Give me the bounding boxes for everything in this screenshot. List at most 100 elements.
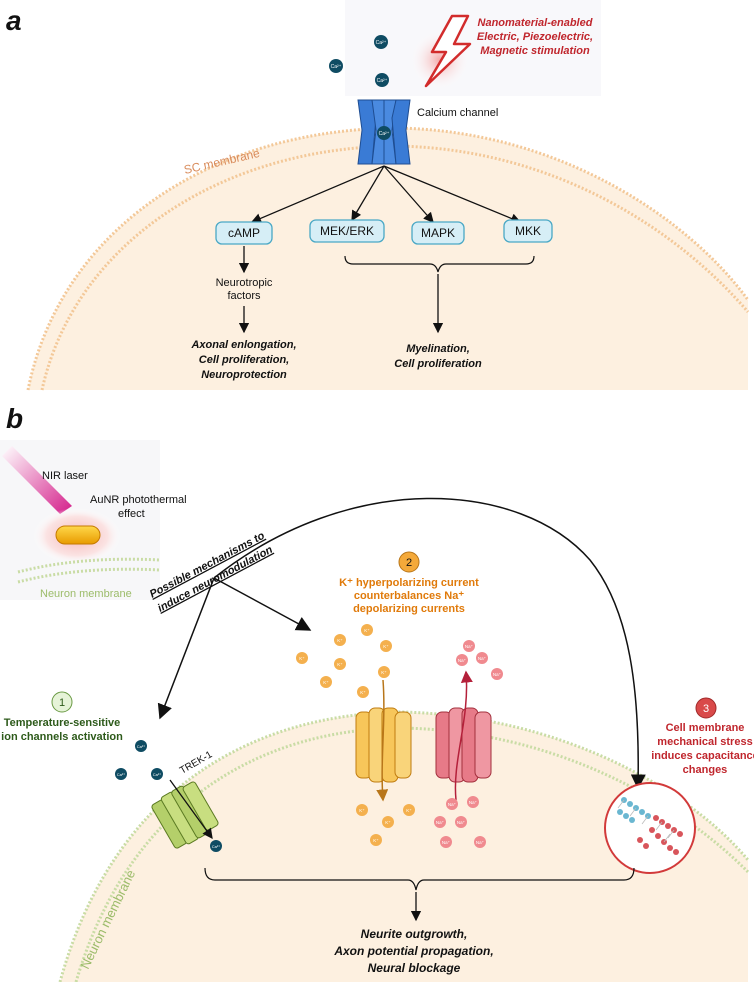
k-flow-arrow [376, 679, 389, 802]
pathway-boxes: cAMP MEK/ERK MAPK MKK [215, 219, 553, 245]
small-neuron-membrane-label: Neuron membrane [40, 588, 132, 600]
nir-laser-label: NIR laser [42, 470, 88, 482]
k-channel [355, 707, 412, 783]
mech2-badge [398, 551, 420, 573]
svg-text:K⁺: K⁺ [337, 662, 343, 667]
panel-a: a SC membrane Nanomaterial-enabled Elect… [6, 0, 750, 391]
lipid-bilayer-icon [617, 797, 683, 855]
svg-text:K⁺: K⁺ [364, 628, 370, 633]
svg-text:Ca²⁺: Ca²⁺ [379, 131, 390, 137]
mech2-number: 2 [406, 557, 412, 569]
svg-text:K⁺: K⁺ [360, 690, 366, 695]
svg-text:K⁺: K⁺ [381, 670, 387, 675]
svg-text:K⁺: K⁺ [299, 656, 305, 661]
pathway-camp: cAMP [228, 226, 260, 240]
ca-ion-label: Ca²⁺ [212, 844, 221, 849]
nir-laser-beam [2, 446, 72, 514]
trek1-channel [151, 781, 219, 849]
sc-cell-body [28, 128, 748, 390]
mech3-line-3: induces capacitance [651, 750, 754, 762]
ca-ion [375, 73, 389, 87]
trek1-arrow [169, 779, 213, 840]
calcium-channel-label: Calcium channel [417, 107, 498, 119]
bracket-b [204, 867, 635, 891]
mech3-badge [695, 697, 717, 719]
ca-ion-label: Ca²⁺ [117, 772, 126, 777]
svg-text:K⁺: K⁺ [385, 820, 391, 825]
ca-ion [377, 126, 391, 140]
gold-nanorod-icon [55, 525, 101, 545]
bracket-a [344, 255, 535, 273]
mech1-number: 1 [59, 697, 65, 709]
pathway-box-mkk [503, 219, 553, 243]
svg-text:K⁺: K⁺ [323, 680, 329, 685]
calcium-ions-a: Ca²⁺ Ca²⁺ Ca²⁺ [329, 35, 389, 87]
mech2-line-1: K⁺ hyperpolarizing current [339, 577, 479, 589]
ca-ion-label: Ca²⁺ [376, 40, 387, 46]
svg-text:Na⁺: Na⁺ [478, 656, 487, 661]
auNR-label-1: AuNR photothermal [90, 494, 187, 506]
ca-ion-label: Ca²⁺ [153, 772, 162, 777]
ca-ion [135, 740, 147, 752]
panel-a-letter: a [6, 5, 22, 36]
outcome-a-left-3: Neuroprotection [201, 369, 287, 381]
svg-text:Na⁺: Na⁺ [436, 820, 445, 825]
ca-ion [115, 768, 127, 780]
svg-text:K⁺: K⁺ [406, 808, 412, 813]
panel-b: b Neuron membrane NIR laser AuNR phototh… [0, 403, 754, 982]
pathway-box-mapk [411, 221, 465, 245]
panel-b-letter: b [6, 403, 23, 434]
svg-text:Na⁺: Na⁺ [457, 820, 466, 825]
outcome-b-3: Neural blockage [368, 961, 461, 975]
outcome-a-right-2: Cell proliferation [394, 358, 482, 370]
mech2-line-2: counterbalances Na⁺ [354, 590, 465, 602]
na-channel [435, 707, 492, 783]
ca-ion-label: Ca²⁺ [377, 78, 388, 84]
outcome-b-1: Neurite outgrowth, [361, 927, 468, 941]
mech3-line-4: changes [683, 764, 728, 776]
svg-text:Na⁺: Na⁺ [465, 644, 474, 649]
mech1-badge [51, 691, 73, 713]
channel-arrows [250, 165, 522, 224]
na-flow-arrow [454, 670, 473, 801]
svg-text:Na⁺: Na⁺ [448, 802, 457, 807]
mech2-line-3: depolarizing currents [353, 603, 465, 615]
outcome-a-right-1: Myelination, [406, 343, 470, 355]
svg-text:Na⁺: Na⁺ [469, 800, 478, 805]
outcome-a-left-2: Cell proliferation, [199, 354, 289, 366]
mech1-line-2: ion channels activation [1, 731, 123, 743]
factors-line-1: Neurotropic [216, 277, 273, 289]
svg-text:Na⁺: Na⁺ [442, 840, 451, 845]
pathway-mkk: MKK [515, 224, 541, 238]
pathway-box-mekerk [309, 219, 385, 243]
pathway-box-camp [215, 221, 273, 245]
calcium-ions-b: Ca²⁺ Ca²⁺ Ca²⁺ Ca²⁺ [115, 740, 222, 852]
lightning-icon [424, 14, 472, 88]
stim-line-1: Nanomaterial-enabled [478, 17, 593, 29]
svg-text:K⁺: K⁺ [359, 808, 365, 813]
ca-ion-label: Ca²⁺ [137, 744, 146, 749]
svg-text:Na⁺: Na⁺ [493, 672, 502, 677]
ca-ion-label: Ca²⁺ [331, 64, 342, 70]
svg-text:K⁺: K⁺ [373, 838, 379, 843]
stim-line-3: Magnetic stimulation [480, 45, 590, 57]
calcium-channel: Ca²⁺ [357, 99, 411, 165]
small-membrane-inner [17, 567, 161, 584]
svg-text:Na⁺: Na⁺ [476, 840, 485, 845]
outcome-a-left-1: Axonal enlongation, [190, 339, 296, 351]
ca-ion [210, 840, 222, 852]
stimulation-text: Nanomaterial-enabled Electric, Piezoelec… [477, 17, 593, 57]
stim-line-2: Electric, Piezoelectric, [477, 31, 593, 43]
neuron-cell-body [60, 712, 748, 982]
pathway-mapk: MAPK [421, 226, 455, 240]
mech3-line-2: mechanical stress [657, 736, 752, 748]
svg-text:K⁺: K⁺ [337, 638, 343, 643]
k-ions-bottom: K⁺ K⁺ K⁺ K⁺ [356, 804, 415, 846]
mechanism-arrows [157, 497, 646, 790]
small-membrane-outer [17, 557, 161, 574]
na-ions-top: Na⁺ Na⁺ Na⁺ Na⁺ [456, 640, 503, 680]
sc-membrane-inner [40, 144, 750, 391]
svg-text:K⁺: K⁺ [383, 644, 389, 649]
mech1-line-1: Temperature-sensitive [4, 717, 121, 729]
mech3-line-1: Cell membrane [666, 722, 745, 734]
